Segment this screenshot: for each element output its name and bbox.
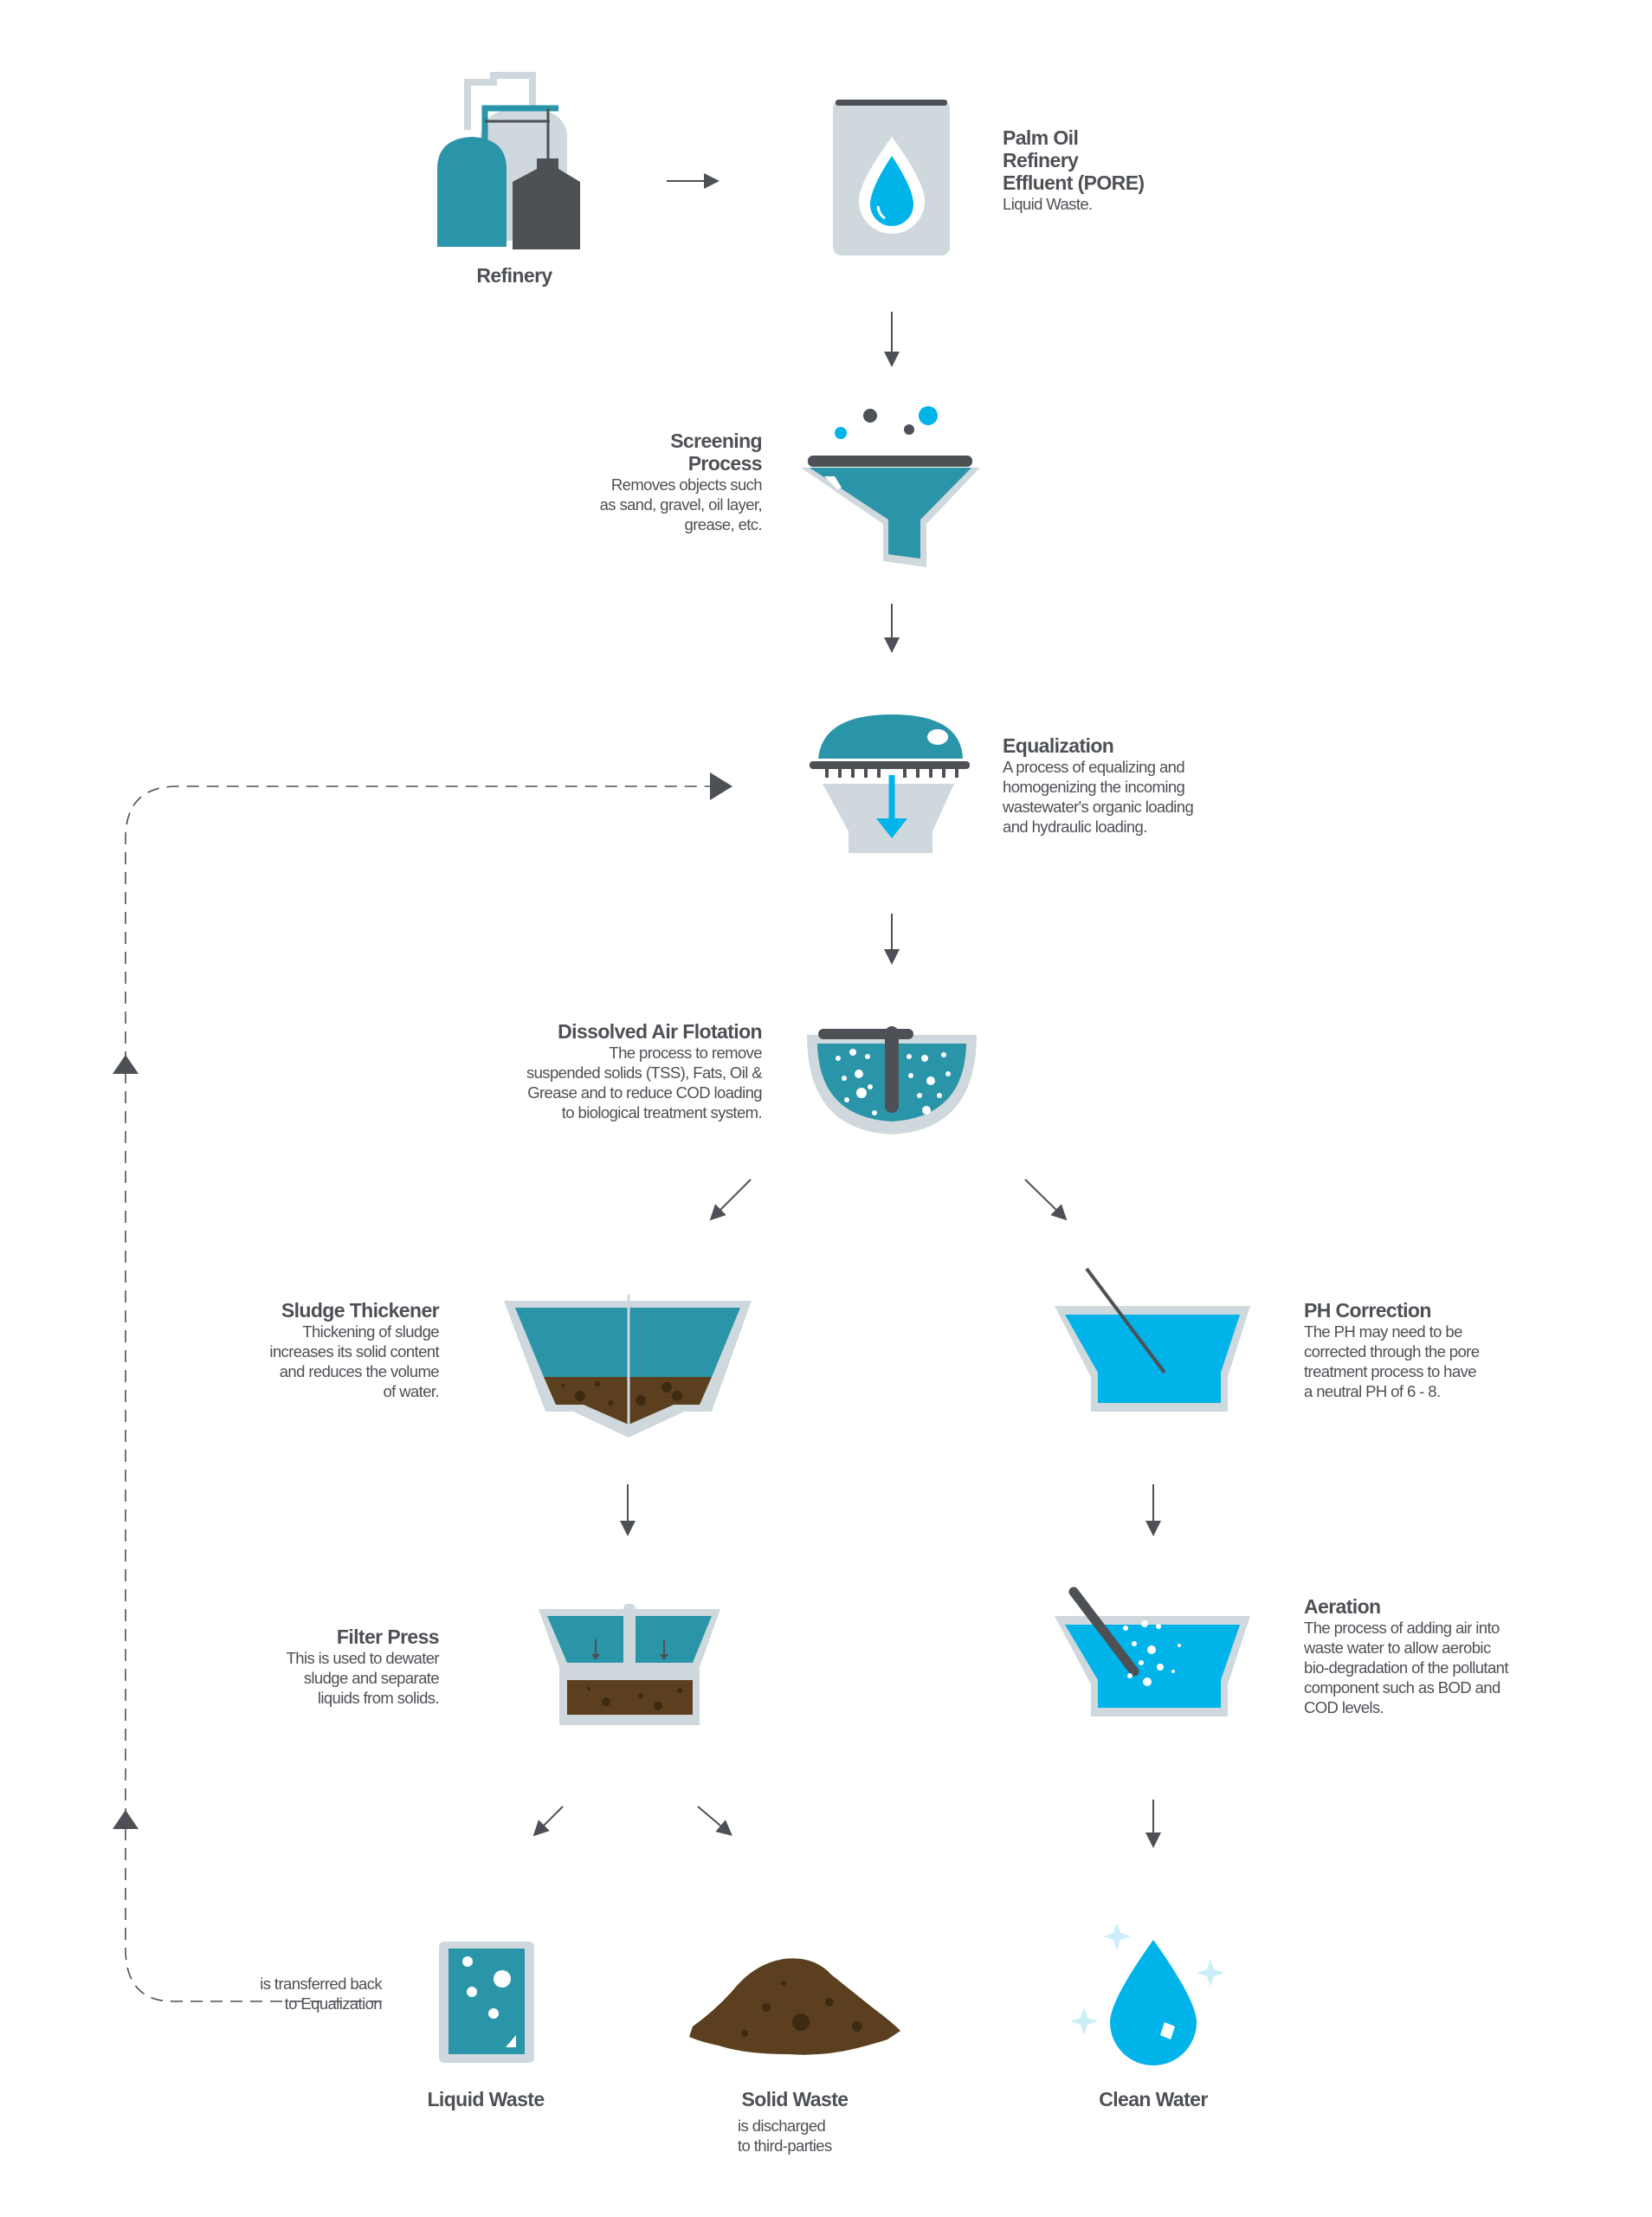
arrow-down-right — [1024, 1179, 1068, 1221]
solid-waste-note: is discharged to third-parties — [738, 2116, 945, 2156]
filter-label-block: Filter Press This is used to dewater slu… — [145, 1626, 440, 1708]
liquid-waste-note-line: to Equalization — [284, 1994, 383, 2013]
aeration-desc-line: waste water to allow aerobic — [1304, 1639, 1491, 1657]
clean-water-title: Clean Water — [1099, 2088, 1208, 2110]
clean-water-label-block: Clean Water — [1049, 2088, 1257, 2110]
pore-title-line: Refinery — [1003, 149, 1079, 171]
daf-label-block: Dissolved Air Flotation The process to r… — [416, 1020, 763, 1122]
liquid-waste-beaker-icon — [439, 1942, 534, 2063]
equalization-desc-line: homogenizing the incoming — [1003, 778, 1185, 796]
filter-title: Filter Press — [336, 1626, 440, 1648]
return-to-equalization-line — [113, 772, 732, 2002]
ph-desc-line: corrected through the pore — [1304, 1342, 1480, 1361]
equalization-desc-line: and hydraulic loading. — [1003, 818, 1147, 836]
liquid-waste-label-block: Liquid Waste — [382, 2088, 590, 2110]
liquid-waste-note: is transferred back to Equalization — [173, 1974, 382, 2013]
clean-water-drop-icon — [1070, 1923, 1224, 2065]
ph-desc-line: The PH may need to be — [1304, 1322, 1462, 1341]
aeration-tank-icon — [1055, 1587, 1250, 1716]
effluent-tank-icon — [833, 100, 950, 255]
liquid-waste-note-line: is transferred back — [260, 1975, 382, 1993]
equalization-title: Equalization — [1003, 734, 1114, 757]
refinery-label-block: Refinery — [428, 264, 601, 287]
filter-desc-line: This is used to dewater — [286, 1649, 440, 1667]
solid-waste-note-line: to third-parties — [738, 2136, 832, 2155]
ph-correction-tank-icon — [1055, 1267, 1250, 1412]
arrow-up — [113, 1810, 139, 1829]
equalization-desc-line: A process of equalizing and — [1003, 758, 1185, 776]
daf-desc-line: The process to remove — [609, 1044, 762, 1062]
filter-press-icon — [539, 1604, 720, 1725]
arrow-down-right — [697, 1806, 732, 1836]
solid-waste-note-line: is discharged — [738, 2117, 826, 2135]
sludge-desc-line: Thickening of sludge — [302, 1322, 439, 1341]
funnel-icon — [801, 406, 980, 567]
screening-label-block: Screening Process Removes objects such a… — [485, 430, 763, 534]
aeration-desc-line: bio-degradation of the pollutant — [1304, 1658, 1508, 1677]
liquid-waste-title: Liquid Waste — [427, 2088, 545, 2110]
arrow-up — [113, 1055, 139, 1074]
refinery-icon — [437, 72, 580, 249]
daf-desc-line: suspended solids (TSS), Fats, Oil & — [526, 1063, 763, 1082]
solid-waste-label-block: Solid Waste — [691, 2088, 899, 2110]
sludge-desc-line: of water. — [383, 1382, 439, 1400]
equalization-tank-icon — [810, 714, 970, 853]
aeration-desc-line: component such as BOD and — [1304, 1678, 1500, 1697]
ph-label-block: PH Correction The PH may need to be corr… — [1304, 1299, 1598, 1401]
solid-waste-pile-icon — [689, 1958, 900, 2055]
solid-waste-title: Solid Waste — [741, 2088, 849, 2110]
dissolved-air-flotation-icon — [807, 1026, 977, 1134]
filter-desc-line: sludge and separate — [303, 1669, 440, 1687]
screening-desc-line: as sand, gravel, oil layer, — [599, 495, 763, 514]
arrow-down-left — [532, 1806, 564, 1837]
sludge-title: Sludge Thickener — [281, 1299, 440, 1322]
equalization-label-block: Equalization A process of equalizing and… — [1003, 734, 1314, 837]
pore-description: Liquid Waste. — [1003, 195, 1093, 213]
aeration-title: Aeration — [1304, 1595, 1381, 1618]
ph-desc-line: treatment process to have — [1304, 1362, 1476, 1380]
screening-desc-line: grease, etc. — [684, 515, 763, 533]
sludge-label-block: Sludge Thickener Thickening of sludge in… — [145, 1299, 439, 1401]
equalization-desc-line: wastewater's organic loading — [1003, 798, 1194, 816]
daf-desc-line: to biological treatment system. — [561, 1103, 763, 1121]
screening-title-line: Process — [687, 452, 763, 475]
daf-desc-line: Grease and to reduce COD loading — [527, 1083, 762, 1102]
ph-desc-line: a neutral PH of 6 - 8. — [1304, 1382, 1441, 1400]
screening-title-line: Screening — [670, 430, 762, 452]
pore-title-line: Palm Oil — [1003, 126, 1079, 149]
aeration-desc-line: The process of adding air into — [1304, 1619, 1500, 1637]
filter-desc-line: liquids from solids. — [317, 1689, 440, 1707]
aeration-label-block: Aeration The process of adding air into … — [1304, 1595, 1598, 1717]
sludge-desc-line: and reduces the volume — [279, 1362, 440, 1380]
refinery-title: Refinery — [476, 264, 552, 287]
pore-label-block: Palm Oil Refinery Effluent (PORE) Liquid… — [1003, 126, 1280, 214]
ph-title: PH Correction — [1304, 1299, 1431, 1322]
pore-title-line: Effluent (PORE) — [1003, 171, 1145, 194]
daf-title: Dissolved Air Flotation — [558, 1020, 762, 1043]
screening-desc-line: Removes objects such — [610, 475, 763, 494]
sludge-thickener-icon — [504, 1295, 752, 1438]
aeration-desc-line: COD levels. — [1304, 1698, 1384, 1716]
sludge-desc-line: increases its solid content — [269, 1342, 439, 1361]
arrow-down-left — [709, 1179, 752, 1221]
